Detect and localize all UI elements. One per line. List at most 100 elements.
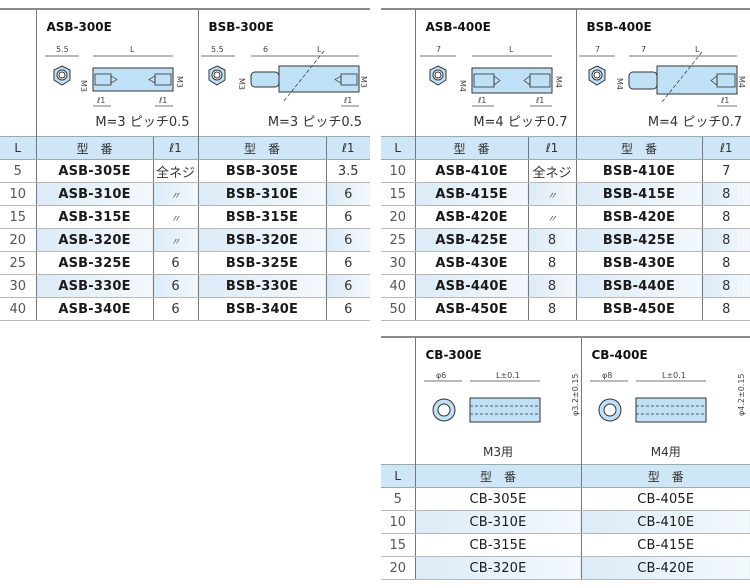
diagram-title: BSB-400E [586, 20, 652, 34]
hex-end-view [429, 65, 446, 86]
bsb-ell1-cell: 6 [325, 274, 370, 298]
male-female-spacer-drawing: 7 7 L M4 M4 ℓ1 [578, 45, 746, 107]
header-length: L [381, 464, 415, 488]
asb-model-cell: ASB-310E [35, 182, 153, 206]
collar-drawing: φ6 L±0.1 φ3.2±0.15 [423, 371, 580, 423]
diagram-title: BSB-300E [208, 20, 274, 34]
cb4-model-cell: CB-415E [580, 533, 750, 557]
svg-text:M4: M4 [737, 76, 746, 88]
svg-text:L: L [317, 45, 322, 54]
svg-text:ℓ1: ℓ1 [343, 96, 352, 105]
usage-note: M4用 [650, 445, 681, 459]
bsb-model-cell: BSB-450E [575, 297, 702, 321]
hex-end-view [588, 65, 605, 86]
cb4-model-cell: CB-420E [580, 556, 750, 580]
length-cell: 20 [381, 205, 415, 229]
collar-drawing: φ8 L±0.1 φ4.2±0.15 [589, 371, 746, 423]
asb-model-cell: ASB-430E [414, 251, 528, 275]
asb-ell1-cell: 8 [527, 251, 576, 275]
header-ell1: ℓ1 [152, 136, 198, 160]
m3-spacer-table: ASB-300E 5.5 L M3 M3 [0, 8, 370, 321]
svg-text:ℓ1: ℓ1 [720, 96, 729, 105]
table-header: L 型 番 型 番 [381, 464, 750, 488]
asb-model-cell: ASB-305E [35, 159, 153, 183]
header-length: L [0, 136, 36, 160]
svg-text:ℓ1: ℓ1 [535, 96, 544, 105]
female-female-spacer-drawing: 7 L M4 M4 ℓ1 ℓ1 [419, 45, 563, 107]
bsb-model-cell: BSB-410E [575, 159, 702, 183]
asb-model-cell: ASB-415E [414, 182, 528, 206]
asb-model-cell: ASB-340E [35, 297, 153, 321]
svg-text:φ4.2±0.15: φ4.2±0.15 [737, 373, 746, 416]
diagram-title: ASB-300E [46, 20, 112, 34]
asb-model-cell: ASB-330E [35, 274, 153, 298]
asb-model-cell: ASB-425E [414, 228, 528, 252]
length-cell: 15 [381, 182, 415, 206]
length-cell: 20 [0, 228, 36, 252]
svg-text:L±0.1: L±0.1 [496, 371, 520, 380]
svg-text:L: L [509, 45, 514, 54]
asb-ell1-cell: 〃 [152, 228, 198, 252]
diagram-title: CB-300E [425, 348, 482, 362]
header-model: 型 番 [580, 464, 750, 488]
bsb-model-cell: BSB-415E [575, 182, 702, 206]
header-model: 型 番 [414, 136, 528, 160]
bsb-model-cell: BSB-310E [197, 182, 326, 206]
bsb-ell1-cell: 3.5 [325, 159, 370, 183]
bsb-ell1-cell: 6 [325, 182, 370, 206]
asb-ell1-cell: 〃 [527, 205, 576, 229]
asb-ell1-cell: 〃 [152, 205, 198, 229]
svg-text:L±0.1: L±0.1 [662, 371, 686, 380]
length-cell: 30 [0, 274, 36, 298]
asb-ell1-cell: 全ネジ [152, 159, 198, 183]
cb3-model-cell: CB-305E [414, 487, 581, 511]
thread-pitch-note: M=4 ピッチ0.7 [647, 115, 742, 130]
svg-text:φ6: φ6 [436, 371, 446, 380]
svg-text:7: 7 [436, 45, 441, 54]
svg-text:M4: M4 [458, 80, 467, 92]
asb-ell1-cell: 8 [527, 297, 576, 321]
asb-300e-diagram: ASB-300E 5.5 L M3 M3 [35, 9, 198, 137]
cb4-model-cell: CB-410E [580, 510, 750, 534]
bsb-ell1-cell: 8 [701, 274, 750, 298]
length-cell: 15 [381, 533, 415, 557]
header-model: 型 番 [197, 136, 326, 160]
asb-ell1-cell: 〃 [152, 182, 198, 206]
svg-text:φ3.2±0.15: φ3.2±0.15 [571, 373, 580, 416]
svg-text:ℓ1: ℓ1 [477, 96, 486, 105]
usage-note: M3用 [483, 445, 513, 459]
bsb-ell1-cell: 6 [325, 251, 370, 275]
male-female-spacer-drawing: 5.5 6 L M3 M3 ℓ1 [200, 45, 368, 107]
bsb-400e-diagram: BSB-400E 7 7 L [575, 9, 750, 137]
length-cell: 5 [0, 159, 36, 183]
length-cell: 15 [0, 205, 36, 229]
header-model: 型 番 [575, 136, 702, 160]
bsb-ell1-cell: 6 [325, 228, 370, 252]
table-header: L 型 番 ℓ1 型 番 ℓ1 [381, 136, 750, 160]
cb3-model-cell: CB-320E [414, 556, 581, 580]
asb-ell1-cell: 6 [152, 251, 198, 275]
hex-end-view [53, 65, 70, 86]
asb-model-cell: ASB-315E [35, 205, 153, 229]
thread-pitch-note: M=4 ピッチ0.7 [473, 115, 568, 130]
diagram-title: CB-400E [591, 348, 648, 362]
asb-ell1-cell: 6 [152, 274, 198, 298]
bsb-model-cell: BSB-305E [197, 159, 326, 183]
table-header: L 型 番 ℓ1 型 番 ℓ1 [0, 136, 370, 160]
bsb-model-cell: BSB-440E [575, 274, 702, 298]
svg-text:M3: M3 [79, 80, 88, 92]
svg-text:6: 6 [263, 45, 268, 54]
